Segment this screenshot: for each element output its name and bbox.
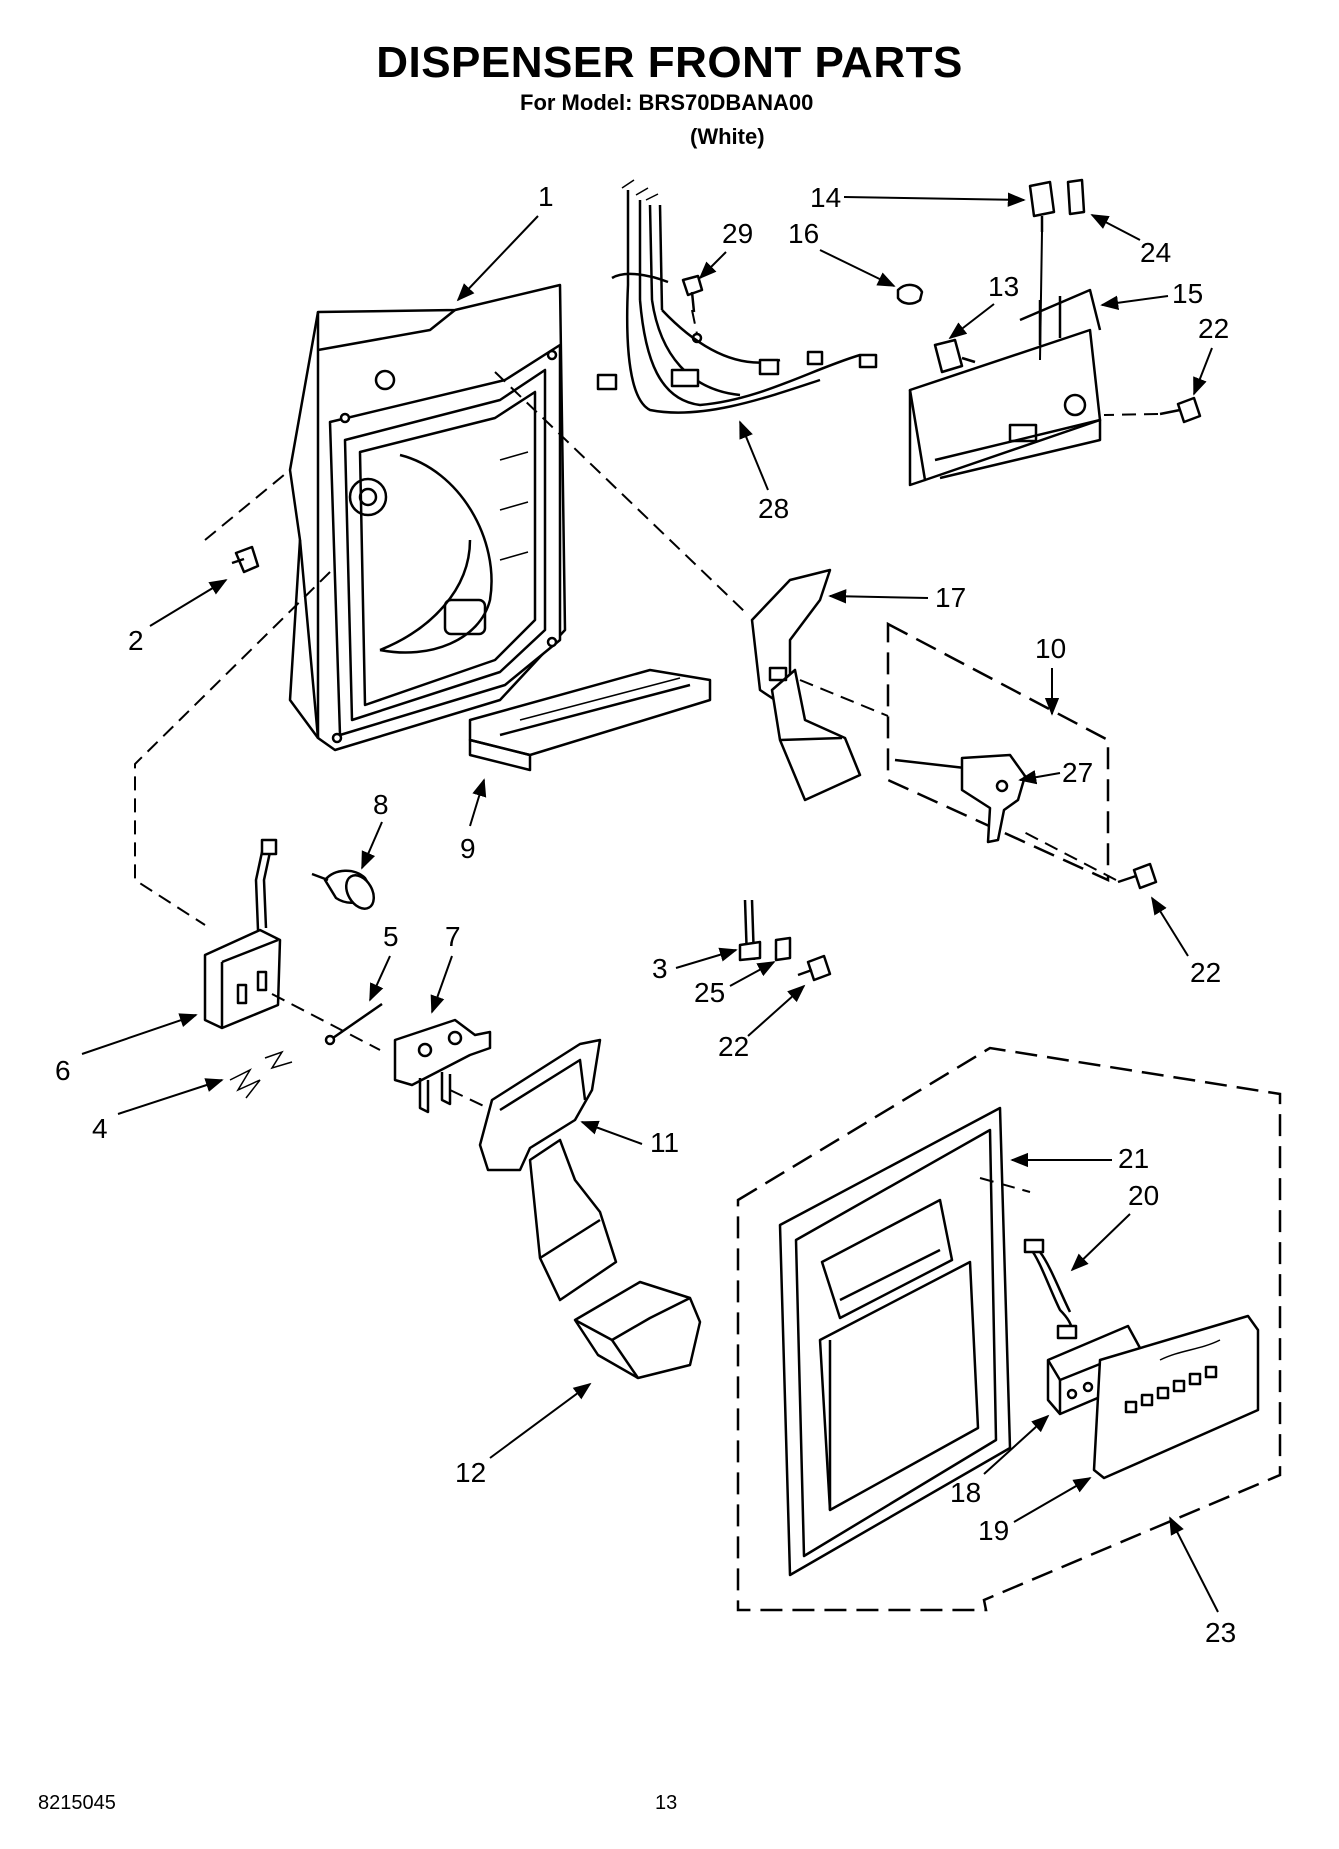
callout-22-center: 22 (718, 1031, 749, 1062)
subassembly-10-outline (886, 621, 1110, 882)
callout-15: 15 (1172, 278, 1203, 309)
spring-part-4 (229, 1050, 293, 1099)
callout-13: 13 (988, 271, 1019, 302)
harness-part-20 (1023, 1238, 1078, 1340)
callout-20: 20 (1128, 1180, 1159, 1211)
hinge-bracket-part (393, 1018, 492, 1114)
front-panel-part (778, 1106, 1012, 1577)
bulb-part-16 (896, 283, 924, 305)
subassembly-23-outline (736, 1046, 1282, 1612)
callout-25: 25 (694, 977, 725, 1008)
spill-catcher-part (573, 1280, 702, 1380)
callout-24: 24 (1140, 237, 1171, 268)
callout-4: 4 (92, 1113, 108, 1144)
model-line: For Model: BRS70DBANA00 (520, 90, 814, 115)
callout-21: 21 (1118, 1143, 1149, 1174)
callout-16: 16 (788, 218, 819, 249)
switch-part-14 (1028, 180, 1056, 232)
control-overlay-part (1092, 1314, 1260, 1480)
callout-2: 2 (128, 625, 144, 656)
callout-19: 19 (978, 1515, 1009, 1546)
water-lever-part (478, 1038, 618, 1302)
callout-22-top: 22 (1198, 313, 1229, 344)
callout-6: 6 (55, 1055, 71, 1086)
dispenser-housing-part (288, 283, 567, 752)
callout-1: 1 (538, 181, 554, 212)
callout-27: 27 (1062, 757, 1093, 788)
callout-28: 28 (758, 493, 789, 524)
wire-harness-part (596, 179, 878, 414)
callout-22-right: 22 (1190, 957, 1221, 988)
screw-part-22-top (1159, 396, 1202, 424)
callout-3: 3 (652, 953, 668, 984)
color-variant: (White) (690, 124, 765, 149)
shaft-part-27 (894, 753, 1027, 844)
callout-12: 12 (455, 1457, 486, 1488)
screw-part-22-right (1117, 862, 1158, 890)
page-number: 13 (655, 1792, 678, 1814)
page-title: DISPENSER FRONT PARTS (376, 38, 963, 87)
callout-29: 29 (722, 218, 753, 249)
solenoid-part (203, 838, 282, 1030)
callout-17: 17 (935, 582, 966, 613)
document-number: 8215045 (38, 1792, 116, 1814)
spring-part-3 (738, 899, 762, 962)
plate-part-24 (1066, 178, 1086, 216)
motor-part (311, 869, 375, 910)
callout-9: 9 (460, 833, 476, 864)
callout-11: 11 (650, 1127, 679, 1158)
callout-5: 5 (383, 921, 399, 952)
callout-14: 14 (810, 182, 841, 213)
pin-part-5 (324, 1002, 383, 1046)
callout-23: 23 (1205, 1617, 1236, 1648)
drip-tray-part (468, 668, 712, 772)
callout-7: 7 (445, 921, 461, 952)
screw-part-29 (681, 274, 704, 344)
clip-part-25 (774, 936, 792, 962)
callout-8: 8 (373, 789, 389, 820)
screw-part-2 (231, 545, 260, 574)
callout-10: 10 (1035, 633, 1066, 664)
bracket-part-15 (908, 288, 1102, 487)
screw-part-22-center (797, 954, 832, 982)
ice-lever-part (750, 568, 862, 802)
socket-part-13 (933, 338, 976, 374)
callout-18: 18 (950, 1477, 981, 1508)
